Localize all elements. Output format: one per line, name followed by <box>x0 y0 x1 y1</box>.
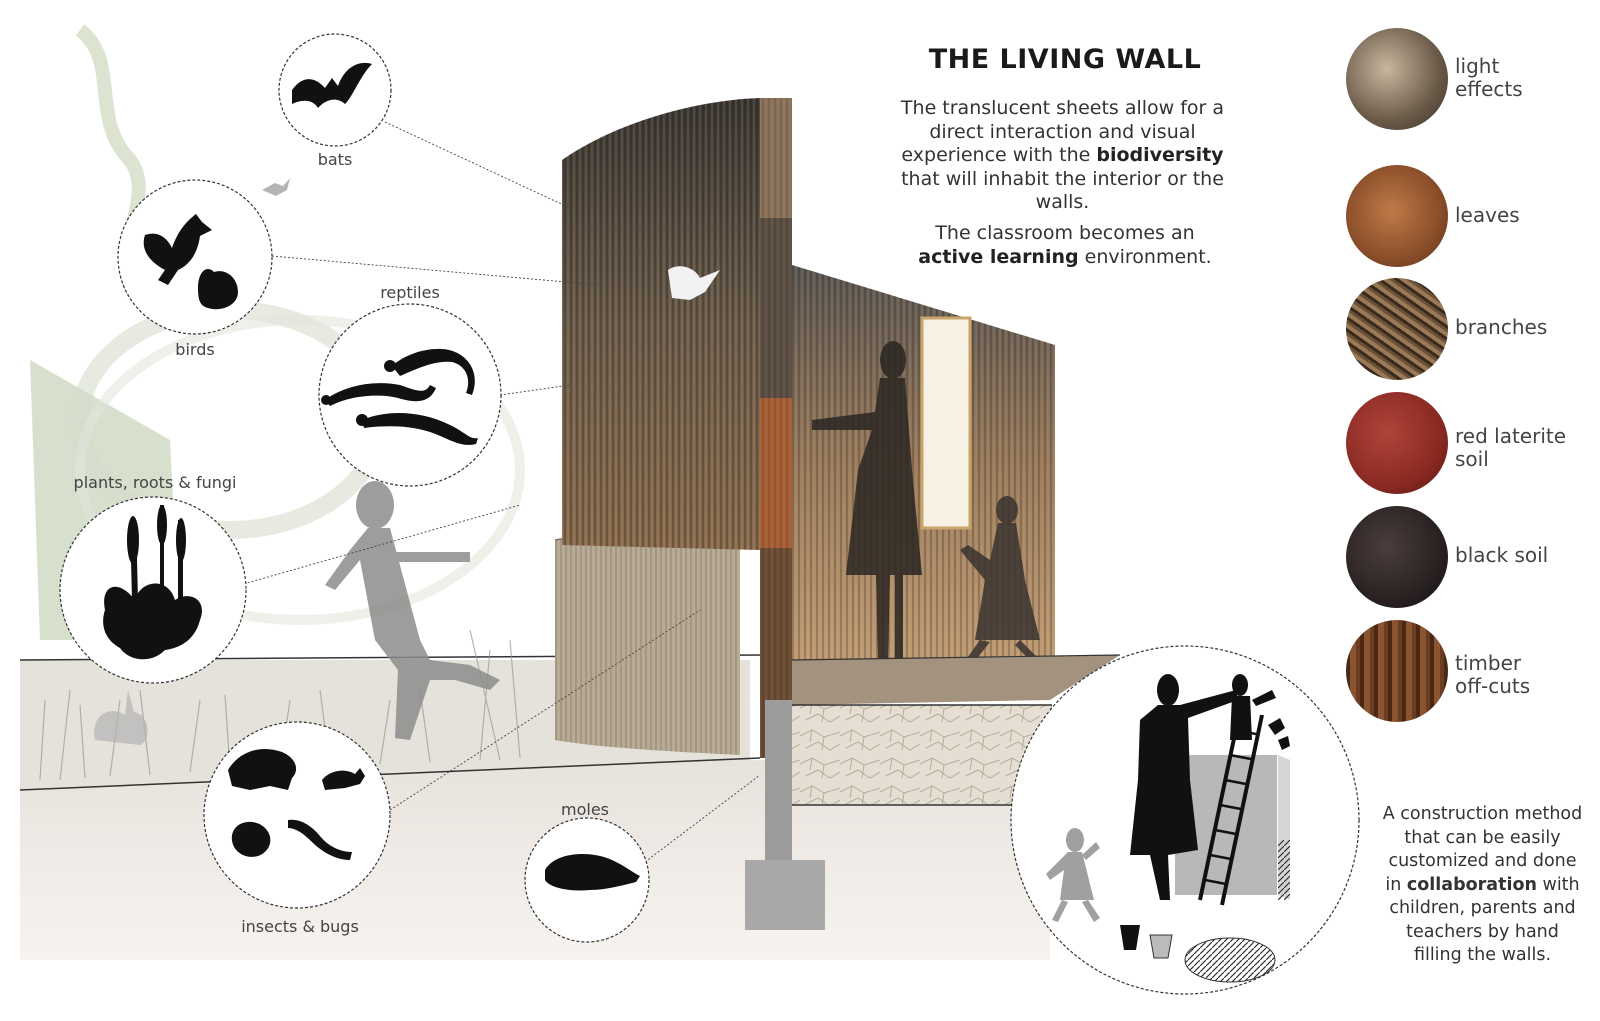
intro-paragraph-2: The classroom becomes an active learning… <box>905 222 1225 269</box>
note-text-c: with children, parents and teachers by h… <box>1389 874 1580 966</box>
material-swatch-red-laterite <box>1346 392 1448 494</box>
material-label-branches: branches <box>1455 315 1548 339</box>
species-label-bats: bats <box>317 150 353 169</box>
species-label-moles: moles <box>561 800 609 819</box>
species-label-birds: birds <box>175 340 215 359</box>
note-highlight: collaboration <box>1406 874 1537 895</box>
intro-2-highlight: active learning <box>918 245 1079 268</box>
species-label-plants: plants, roots & fungi <box>73 473 237 492</box>
material-swatch-branches <box>1346 278 1448 380</box>
construction-note: A construction method that can be easily… <box>1380 803 1585 968</box>
species-label-insects: insects & bugs <box>241 917 359 936</box>
note-text-a: A construction method that can be easily… <box>1382 804 1583 895</box>
material-swatch-light <box>1346 28 1448 130</box>
bat-icon <box>292 62 372 108</box>
mole-icon <box>545 854 640 891</box>
material-swatch-leaves <box>1346 165 1448 267</box>
intro-2-text-a: The classroom becomes an <box>935 222 1195 244</box>
material-swatch-timber <box>1346 620 1448 722</box>
intro-2-text-c: environment. <box>1078 245 1212 268</box>
intro-paragraph-1: The translucent sheets allow for a direc… <box>895 97 1230 215</box>
page-title: THE LIVING WALL <box>928 44 1202 75</box>
material-label-black-soil: black soil <box>1455 543 1549 567</box>
insect-icon <box>228 749 365 860</box>
bird-icon <box>143 214 238 310</box>
intro-1-highlight: biodiversity <box>1096 144 1224 166</box>
material-swatch-black-soil <box>1346 506 1448 608</box>
lizard-icon <box>321 348 478 445</box>
plant-icon <box>103 505 202 660</box>
material-label-leaves: leaves <box>1455 203 1520 227</box>
species-label-reptiles: reptiles <box>380 283 440 302</box>
collaboration-illustration <box>1046 674 1290 983</box>
intro-1-text-a: The translucent sheets allow for a direc… <box>900 97 1225 166</box>
intro-1-text-c: that will inhabit the interior or the wa… <box>901 167 1224 214</box>
